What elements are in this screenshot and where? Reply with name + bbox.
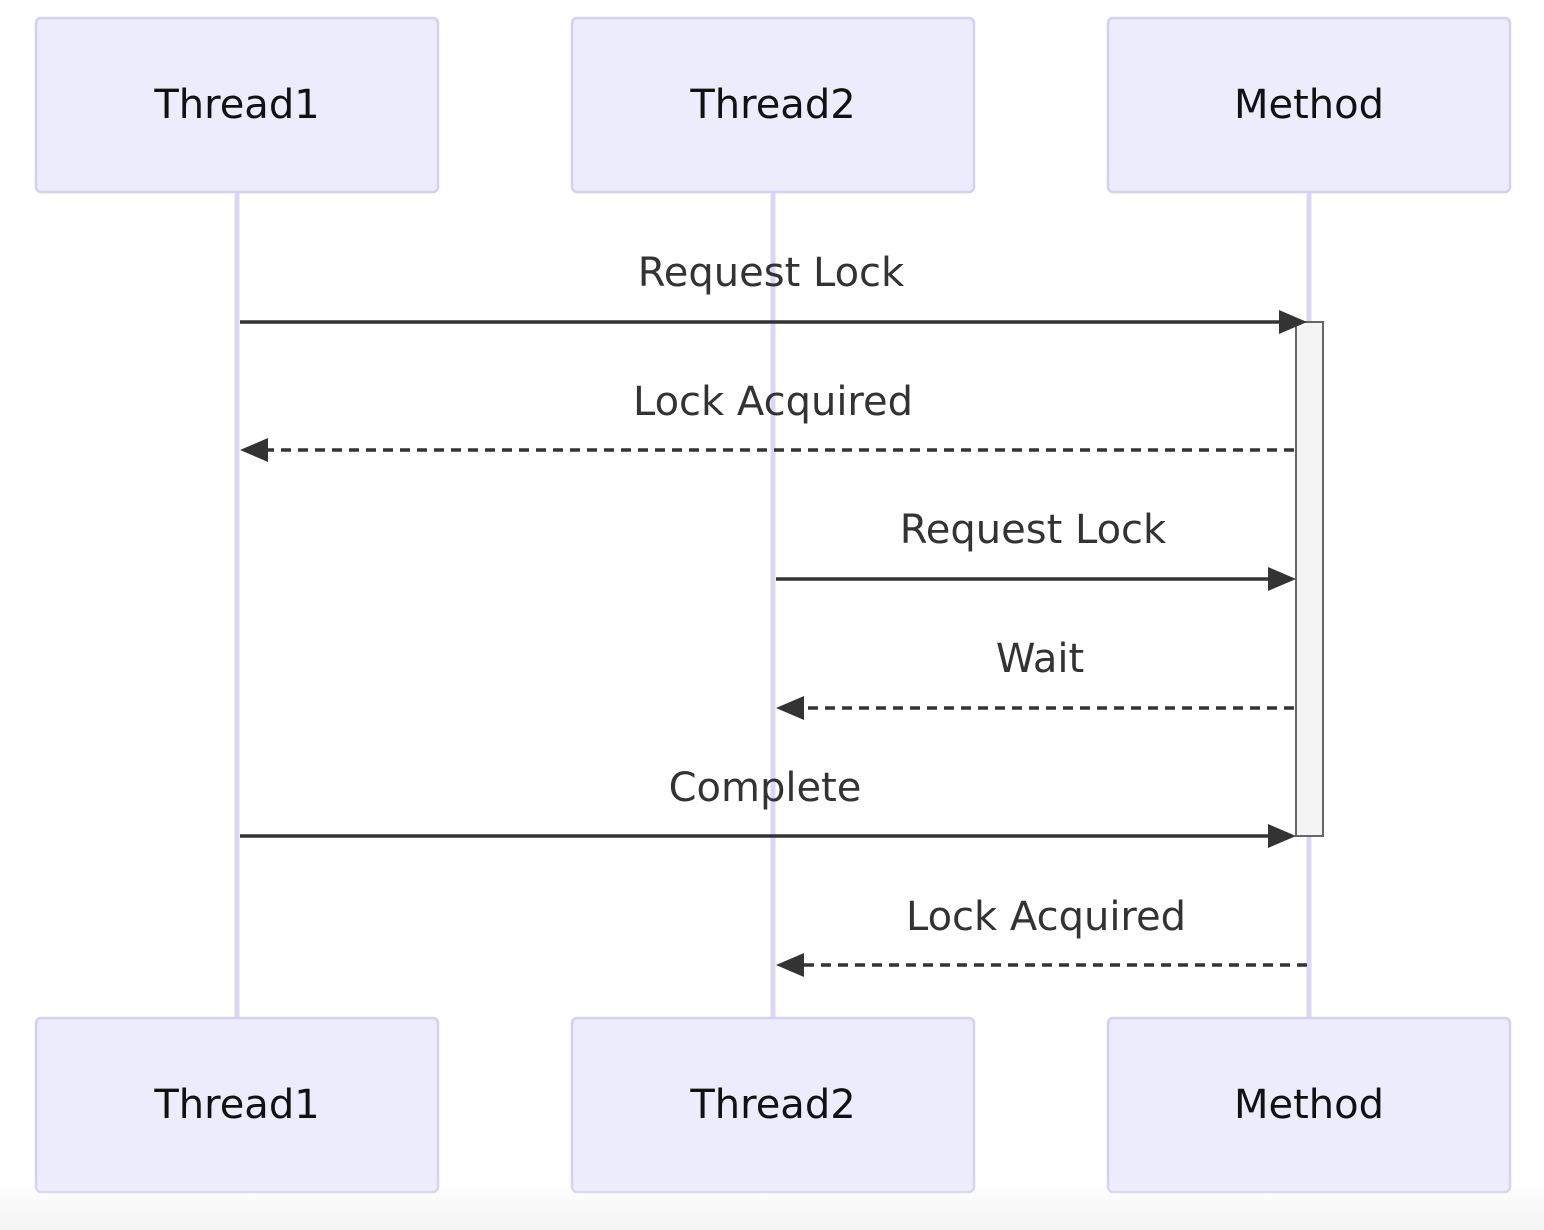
message-complete: Complete	[240, 765, 1296, 848]
actor-bottom-thread1: Thread1	[34, 1016, 440, 1194]
actor-bottom-method: Method	[1106, 1016, 1512, 1194]
actor-label: Method	[1234, 1082, 1384, 1128]
actor-bottom-thread2: Thread2	[570, 1016, 976, 1194]
arrowhead-icon	[240, 438, 268, 462]
actor-top-thread1: Thread1	[34, 16, 440, 194]
arrowhead-icon	[1268, 824, 1296, 848]
actors-top: Thread1 Thread2 Method	[34, 16, 1512, 194]
message-label: Request Lock	[638, 250, 905, 296]
message-label: Complete	[669, 765, 862, 811]
actor-label: Thread2	[689, 82, 855, 128]
actor-box	[34, 16, 440, 194]
message-request-lock-thread1: Request Lock	[240, 250, 1307, 334]
message-lock-acquired-thread1: Lock Acquired	[240, 379, 1294, 462]
actor-label: Thread1	[153, 82, 319, 128]
actor-label: Method	[1234, 82, 1384, 128]
actor-box	[1106, 16, 1512, 194]
arrowhead-icon	[1279, 310, 1307, 334]
message-label: Wait	[996, 636, 1084, 682]
arrowhead-icon	[1268, 567, 1296, 591]
actor-top-thread2: Thread2	[570, 16, 976, 194]
actor-label: Thread2	[689, 1082, 855, 1128]
message-label: Request Lock	[900, 507, 1167, 553]
actor-box	[570, 16, 976, 194]
message-request-lock-thread2: Request Lock	[776, 507, 1296, 591]
message-label: Lock Acquired	[906, 894, 1186, 940]
actor-top-method: Method	[1106, 16, 1512, 194]
message-lock-acquired-thread2: Lock Acquired	[776, 894, 1307, 977]
method-activation-bar	[1295, 321, 1324, 837]
message-label: Lock Acquired	[633, 379, 913, 425]
arrowhead-icon	[776, 696, 804, 720]
actor-label: Thread1	[153, 1082, 319, 1128]
message-wait: Wait	[776, 636, 1294, 720]
messages: Request Lock Lock Acquired Request Lock …	[240, 250, 1307, 977]
arrowhead-icon	[776, 953, 804, 977]
actors-bottom: Thread1 Thread2 Method	[34, 1016, 1512, 1194]
